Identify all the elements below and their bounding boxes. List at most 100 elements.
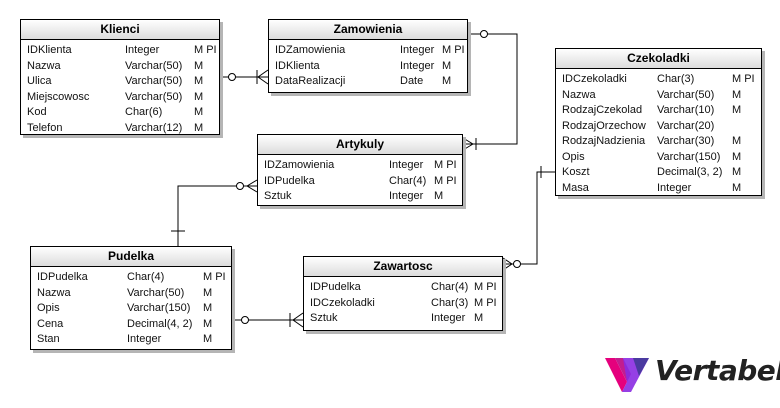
column-type: Varchar(20) [657, 119, 715, 132]
column-type: Integer [389, 159, 424, 171]
column-flags: M PI [732, 73, 755, 85]
column-type: Varchar(30) [657, 135, 715, 147]
column-flags: M [194, 59, 204, 72]
column-flags: M PI [203, 271, 226, 283]
column-type: Char(6) [125, 106, 163, 118]
column-type: Integer [657, 181, 692, 194]
column-name: Stan [37, 333, 60, 345]
column-type: Integer [400, 44, 435, 56]
column-name: Sztuk [310, 312, 338, 324]
column-name: Nazwa [27, 59, 61, 72]
column-name: IDPudelka [37, 271, 88, 283]
vertabelo-logo-text: Vertabelo [655, 354, 780, 387]
column-name: Ulica [27, 75, 52, 87]
column-type: Char(4) [389, 174, 427, 187]
column-type: Varchar(10) [657, 104, 715, 116]
column-name: DataRealizacji [275, 75, 346, 87]
column-flags: M [434, 190, 444, 202]
column-flags: M [194, 106, 204, 118]
column-row[interactable]: DataRealizacji Date M [269, 74, 467, 90]
column-flags: M [203, 286, 213, 299]
column-name: IDPudelka [310, 281, 361, 293]
column-type: Integer [400, 59, 435, 72]
column-name: Nazwa [562, 88, 596, 101]
column-type: Varchar(150) [127, 302, 191, 314]
column-flags: M [732, 135, 742, 147]
relation-zamowienia-artykuly[interactable] [462, 30, 518, 151]
column-name: IDCzekoladki [562, 73, 627, 85]
column-flags: M [203, 302, 213, 314]
column-flags: M [203, 317, 213, 330]
column-row[interactable]: Sztuk Integer M [304, 311, 502, 327]
table-title: Zamowienia [269, 20, 467, 40]
column-flags: M PI [434, 159, 457, 171]
column-name: IDKlienta [275, 59, 320, 72]
column-name: Sztuk [264, 190, 292, 202]
relation-czekoladki-zawartosc[interactable] [502, 166, 555, 271]
column-type: Integer [431, 312, 466, 324]
column-type: Varchar(12) [125, 121, 183, 134]
table-title: Pudelka [31, 247, 231, 267]
column-flags: M PI [474, 296, 497, 309]
column-type: Varchar(50) [125, 90, 183, 103]
column-flags: M PI [442, 44, 465, 56]
column-row[interactable]: Nazwa Varchar(50) M [21, 59, 219, 75]
column-flags: M [442, 59, 452, 72]
column-name: IDKlienta [27, 44, 72, 56]
column-type: Varchar(50) [657, 88, 715, 101]
column-flags: M [442, 75, 452, 87]
column-type: Decimal(3, 2) [657, 166, 723, 178]
column-type: Date [400, 75, 424, 87]
relation-pudelka-artykuly[interactable] [171, 179, 258, 246]
column-name: IDCzekoladki [310, 296, 375, 309]
column-name: Miejscowosc [27, 90, 90, 103]
relation-pudelka-zawartosc[interactable] [232, 312, 304, 328]
column-row[interactable]: IDKlienta Integer M [269, 59, 467, 75]
column-name: Opis [562, 150, 585, 163]
relation-klienci-zamowienia[interactable] [220, 69, 269, 85]
column-type: Varchar(50) [125, 59, 183, 72]
column-name: RodzajNadzienia [562, 135, 646, 147]
column-flags: M [194, 75, 204, 87]
column-row[interactable]: RodzajNadzienia Varchar(30) M [556, 134, 761, 150]
column-flags: M PI [194, 44, 217, 56]
column-flags: M [732, 88, 742, 101]
column-name: Telefon [27, 121, 63, 134]
column-name: Koszt [562, 166, 590, 178]
column-flags: M [474, 312, 484, 324]
column-row[interactable]: Nazwa Varchar(50) M [556, 88, 761, 104]
